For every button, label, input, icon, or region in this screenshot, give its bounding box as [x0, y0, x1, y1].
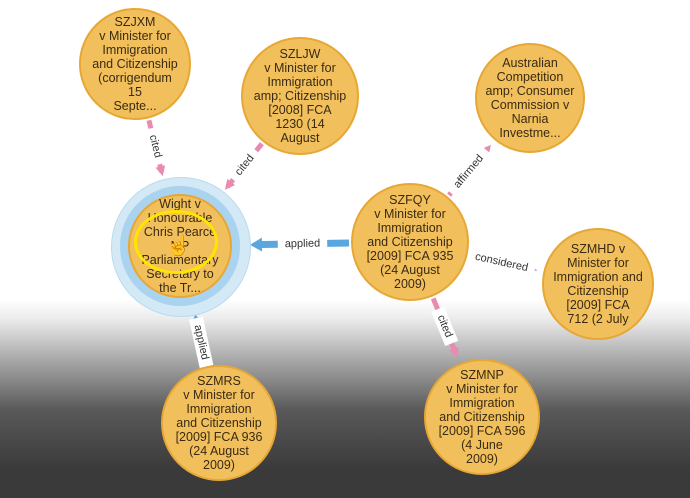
edge-szfqy-acc[interactable]: affirmed [445, 144, 492, 198]
node-szfqy[interactable]: SZFQY v Minister for Immigration and Cit… [351, 183, 469, 301]
node-szjxm[interactable]: SZJXM v Minister for Immigration and Cit… [79, 8, 191, 120]
edge-label-group: cited [227, 146, 262, 184]
edge-label: affirmed [451, 153, 486, 191]
edge-szfqy-szmnp[interactable]: cited [430, 297, 459, 358]
edge-label: applied [285, 238, 321, 251]
edge-label-group: applied [277, 236, 328, 252]
edge-szfqy-szmhd[interactable]: considered [466, 248, 538, 277]
edge-label: cited [147, 134, 164, 159]
edge-label-group: applied [189, 316, 214, 368]
node-label: SZMHD v Minister for Immigration and Cit… [553, 242, 643, 326]
edge-label-group: considered [466, 248, 537, 277]
node-label: Australian Competition amp; Consumer Com… [485, 56, 575, 140]
node-szmhd[interactable]: SZMHD v Minister for Immigration and Cit… [542, 228, 654, 340]
edge-label-group: affirmed [445, 145, 492, 198]
edge-szfqy-wight[interactable]: applied [249, 236, 350, 252]
edge-label-background [227, 146, 262, 184]
edge-label-group: cited [144, 126, 167, 166]
edge-label-background [466, 248, 537, 277]
node-label: Wight v Honourable Chris Pearce MP Parli… [141, 197, 219, 295]
node-label: SZLJW v Minister for Immigration amp; Ci… [253, 47, 347, 145]
node-szljw[interactable]: SZLJW v Minister for Immigration amp; Ci… [241, 37, 359, 155]
node-szmrs[interactable]: SZMRS v Minister for Immigration and Cit… [161, 365, 277, 481]
edge-label-background [277, 236, 328, 252]
node-label: SZFQY v Minister for Immigration and Cit… [366, 193, 454, 291]
edge-label: considered [474, 251, 529, 274]
edge-label-background [144, 126, 167, 166]
edge-label-background [431, 306, 459, 347]
edge-szmrs-wight[interactable]: applied [189, 314, 214, 368]
edge-szjxm-wight[interactable]: cited [144, 119, 167, 177]
edge-szljw-wight[interactable]: cited [224, 142, 264, 190]
edge-label-background [445, 145, 492, 198]
node-szmnp[interactable]: SZMNP v Minister for Immigration and Cit… [424, 359, 540, 475]
node-label: SZMNP v Minister for Immigration and Cit… [438, 368, 526, 466]
edge-label-group: cited [431, 306, 459, 347]
node-label: SZMRS v Minister for Immigration and Cit… [175, 374, 263, 472]
node-wight[interactable]: Wight v Honourable Chris Pearce MP Parli… [128, 194, 232, 298]
node-acc[interactable]: Australian Competition amp; Consumer Com… [475, 43, 585, 153]
node-label: SZJXM v Minister for Immigration and Cit… [92, 15, 178, 113]
edge-label-background [189, 316, 214, 368]
